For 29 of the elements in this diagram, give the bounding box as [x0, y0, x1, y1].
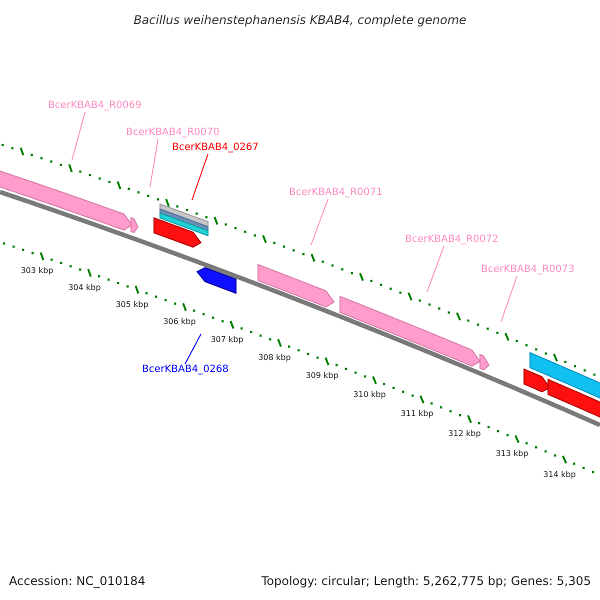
scale-label: 306 kbp — [163, 317, 196, 326]
gene-label: BcerKBAB4_0267 — [172, 142, 259, 154]
scale-label: 305 kbp — [116, 300, 148, 309]
scale-label: 307 kbp — [210, 334, 244, 344]
leader-line — [426, 246, 444, 292]
leader-line — [184, 334, 202, 364]
gene-label: BcerKBAB4_R0071 — [289, 187, 383, 199]
leader-line — [192, 154, 208, 200]
scale-label: 314 kbp — [543, 470, 576, 478]
scale-label: 311 kbp — [400, 409, 434, 418]
scale-label: 310 kbp — [353, 390, 386, 400]
scale-label: 313 kbp — [496, 449, 528, 458]
leader-line — [500, 276, 518, 322]
scale-label: 304 kbp — [68, 282, 101, 292]
gene-label: BcerKBAB4_R0072 — [405, 234, 499, 246]
scale-label: 312 kbp — [448, 429, 481, 438]
gene-label: BcerKBAB4_R0069 — [48, 100, 142, 112]
gene-label: BcerKBAB4_R0073 — [481, 264, 575, 276]
gene-label: BcerKBAB4_R0070 — [126, 127, 220, 139]
gene-label: BcerKBAB4_0268 — [142, 364, 229, 376]
scale-label: 309 kbp — [306, 371, 338, 380]
leader-line — [310, 198, 328, 246]
accession-text: Accession: NC_010184 — [9, 574, 146, 588]
leader-line — [150, 138, 158, 188]
title: Bacillus weihenstephanensis KBAB4, complete genome — [134, 13, 466, 27]
leader-line — [72, 112, 86, 160]
scale-label: 308 kbp — [258, 352, 291, 362]
genome-summary: Topology: circular; Length: 5,262,775 bp; Genes: 5,305 — [261, 574, 591, 588]
scale-label: 303 kbp — [20, 266, 54, 276]
